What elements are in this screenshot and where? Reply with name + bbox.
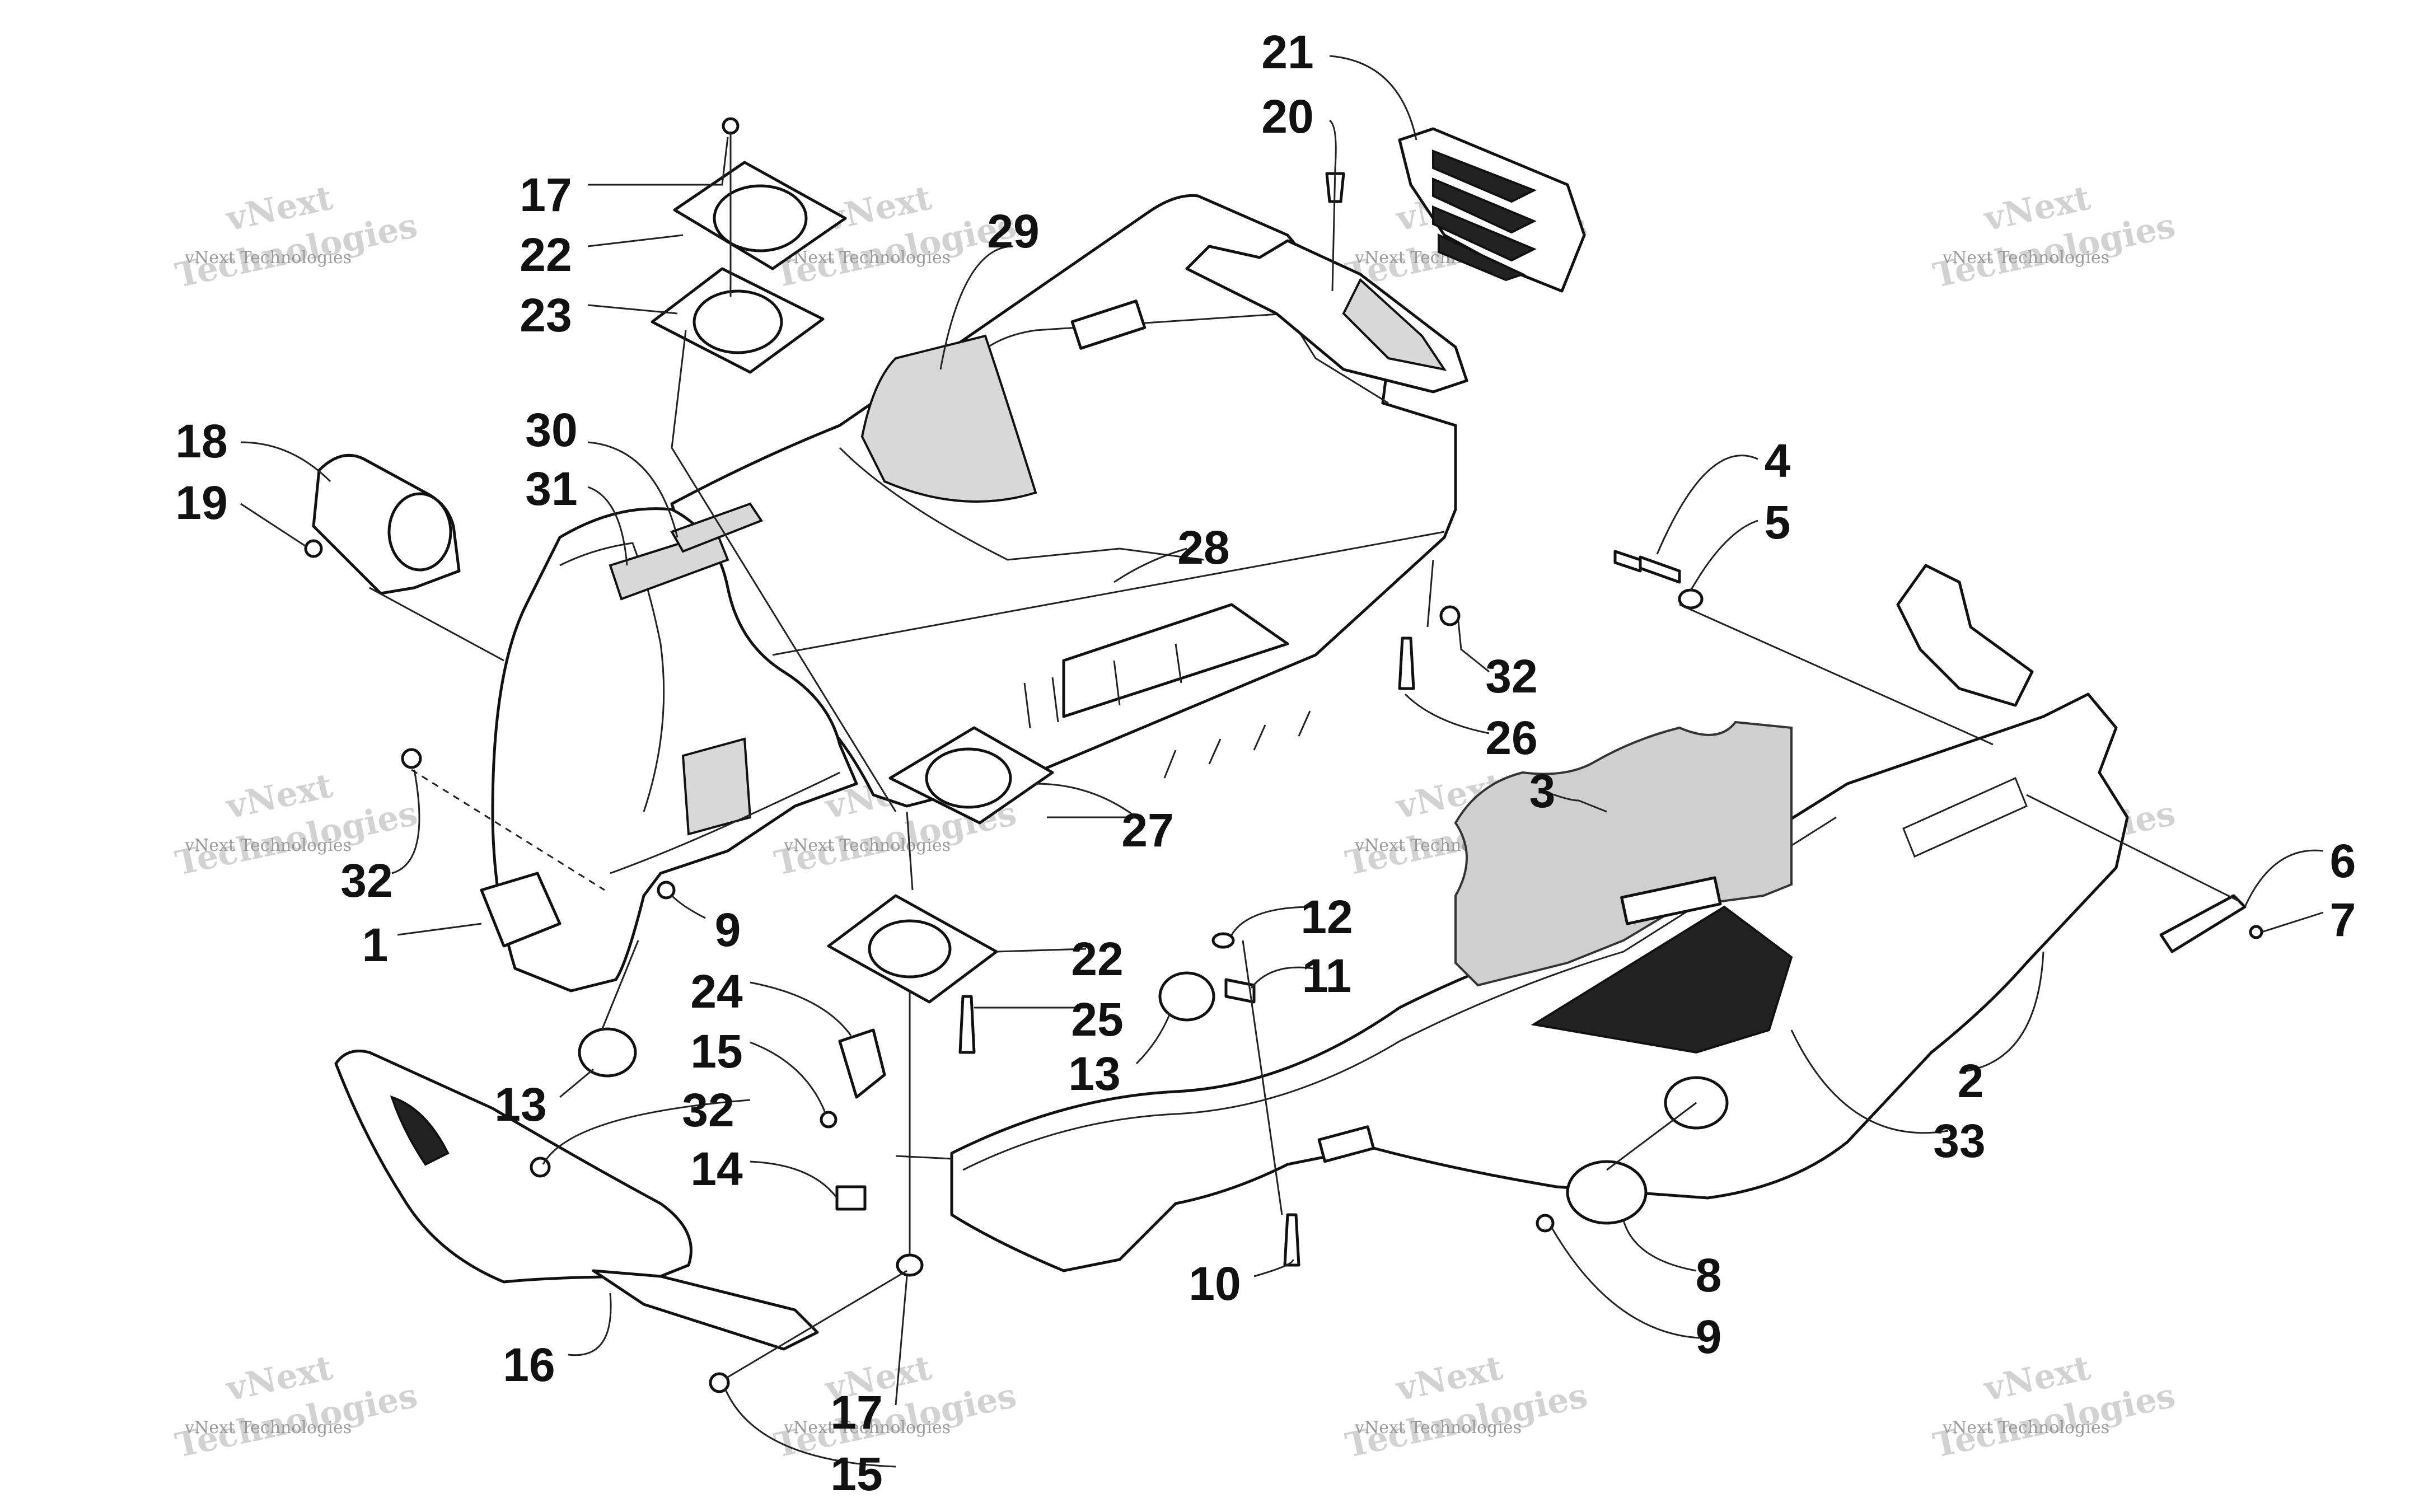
part-16-front-bumper <box>334 1050 819 1351</box>
callout-c32a: 32 <box>1485 650 1537 703</box>
callout-c32b: 32 <box>340 854 392 907</box>
part-29-floor-pan <box>670 194 1468 808</box>
watermark-text: vNext Technologies <box>1942 1418 2109 1438</box>
callout-c13a: 13 <box>494 1078 546 1131</box>
part-18-intake-boot <box>312 453 504 662</box>
callout-c15b: 15 <box>830 1448 882 1500</box>
callout-c13b: 13 <box>1068 1047 1120 1100</box>
callout-c22a: 22 <box>520 228 572 281</box>
callout-c26: 26 <box>1485 711 1537 764</box>
callout-c11: 11 <box>1302 949 1352 1002</box>
callout-c32c: 32 <box>682 1084 734 1136</box>
callout-c3: 3 <box>1529 765 1556 817</box>
part-27-22-lower-plates <box>827 726 1054 1004</box>
callout-c30: 30 <box>525 404 577 456</box>
callout-c9b: 9 <box>1696 1310 1722 1363</box>
callout-c5: 5 <box>1765 496 1791 549</box>
part-8-cap <box>1566 1160 1648 1225</box>
hardware <box>304 172 2263 1393</box>
part-30-31-shields <box>609 502 764 601</box>
callout-c9a: 9 <box>715 904 741 956</box>
watermark-text: vNext Technologies <box>783 836 951 855</box>
watermark-text: vNext Technologies <box>1354 1418 1522 1438</box>
watermark-text: vNext Technologies <box>783 248 951 268</box>
part-3-foam-block <box>1454 720 1793 987</box>
callout-c22b: 22 <box>1071 933 1123 985</box>
callout-c10: 10 <box>1189 1257 1241 1310</box>
callout-c4: 4 <box>1765 434 1791 487</box>
callout-c16: 16 <box>503 1338 555 1391</box>
part-6-reflector <box>2159 894 2247 953</box>
callout-c7: 7 <box>2330 893 2356 946</box>
part-2-right-panel <box>950 564 2129 1272</box>
callout-c23: 23 <box>520 289 572 341</box>
callout-c1: 1 <box>362 919 389 971</box>
part-21-grille <box>1398 127 1586 293</box>
part-22-23-top-plates <box>651 117 897 812</box>
part-1-side-panel <box>480 507 858 993</box>
watermark-text: vNext Technologies <box>184 248 352 268</box>
callout-c20: 20 <box>1261 90 1313 143</box>
callout-c12: 12 <box>1300 891 1353 943</box>
callout-c21a: 21 <box>1261 26 1313 78</box>
callout-c19: 19 <box>175 476 227 529</box>
watermark-text: vNext Technologies <box>783 1418 951 1438</box>
callout-c18: 18 <box>175 415 227 467</box>
callout-c31: 31 <box>525 462 577 515</box>
callout-c6: 6 <box>2330 835 2356 887</box>
callout-c2: 2 <box>1958 1055 1984 1107</box>
watermark-text: vNext Technologies <box>184 836 352 855</box>
callout-c17b: 17 <box>830 1386 882 1439</box>
callout-c14: 14 <box>690 1143 743 1195</box>
callout-c8: 8 <box>1696 1249 1722 1302</box>
watermark-text: vNext Technologies <box>1942 248 2109 268</box>
leader-lines <box>240 55 2324 1468</box>
callout-c29: 29 <box>987 205 1039 258</box>
watermark-text: vNext Technologies <box>184 1418 352 1438</box>
callout-c28: 28 <box>1177 521 1229 574</box>
callout-c27: 27 <box>1121 804 1173 856</box>
callout-c33: 33 <box>1933 1115 1985 1167</box>
callout-c15a: 15 <box>690 1025 742 1078</box>
callout-c25: 25 <box>1071 993 1123 1046</box>
callout-c24: 24 <box>690 965 743 1018</box>
callout-c17a: 17 <box>520 168 572 221</box>
